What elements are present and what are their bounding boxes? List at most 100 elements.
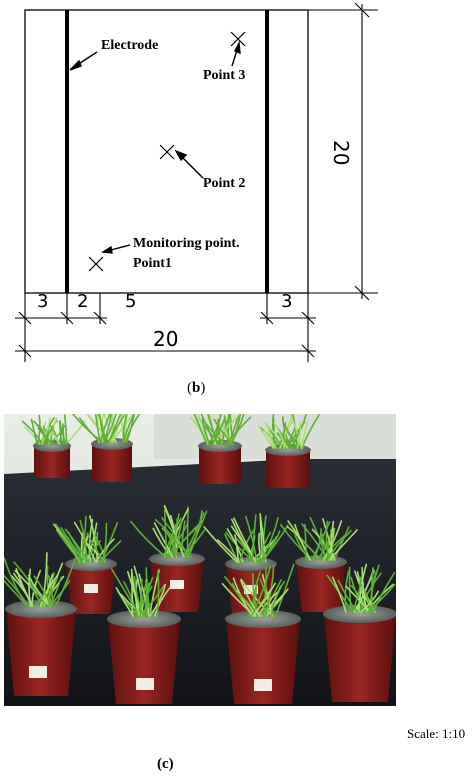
- caption-c: (c): [157, 756, 174, 772]
- grass-blade: [87, 534, 105, 563]
- grass-blade: [131, 571, 141, 617]
- grass-blade: [264, 421, 274, 449]
- point3-marker: [230, 31, 246, 47]
- grass-blade: [95, 538, 115, 563]
- grass-blade: [4, 574, 30, 607]
- grass-blade: [230, 414, 241, 445]
- pot-back-2: [91, 438, 133, 482]
- grass-blade: [47, 574, 54, 607]
- grass-blade: [4, 557, 28, 607]
- grass-blade: [122, 414, 128, 443]
- grass-blade: [130, 520, 167, 558]
- grass-blade: [182, 512, 205, 558]
- grass-blade: [89, 515, 99, 563]
- grass-blade: [30, 418, 38, 445]
- photo-illustration: [4, 414, 396, 706]
- grass-blade: [38, 424, 49, 445]
- grass-blade: [115, 587, 134, 617]
- grass-blade: [193, 414, 208, 445]
- point1-label: Point1: [133, 256, 172, 271]
- grass-blade: [213, 418, 235, 445]
- potted-grass-photo: [4, 414, 396, 706]
- grass-blade: [187, 510, 203, 558]
- grass-blade: [109, 414, 124, 443]
- grass-blade: [292, 529, 311, 561]
- grass-blade: [274, 563, 295, 617]
- grass-blade: [102, 522, 108, 563]
- dimension-total-height: 20: [329, 140, 353, 166]
- grass-blade: [161, 527, 192, 558]
- grass-blade: [100, 414, 111, 443]
- grass-blade: [328, 529, 358, 561]
- grass-blade: [292, 414, 298, 449]
- grass-blade: [28, 568, 32, 607]
- grass-blade: [138, 573, 150, 617]
- point2-arrow: [174, 149, 204, 179]
- point3-label: Point 3: [203, 68, 246, 83]
- dimension-seg-c: 5: [125, 291, 137, 312]
- grass-blade: [273, 422, 286, 449]
- dimension-seg-d: 3: [281, 291, 293, 312]
- grass-blade: [372, 572, 396, 613]
- grass-blade: [63, 414, 68, 445]
- dimension-total-width: 20: [153, 327, 179, 351]
- point1-marker: [88, 256, 104, 272]
- grass-blade: [333, 526, 350, 561]
- grass-blade: [46, 565, 53, 607]
- grass-blade: [78, 417, 101, 443]
- grass-blade: [110, 568, 141, 617]
- grass-blade: [265, 588, 289, 617]
- point2-marker: [159, 144, 175, 160]
- dimension-seg-b: 2: [77, 291, 89, 312]
- caption-b: (b): [187, 380, 205, 397]
- grass-blade: [233, 517, 257, 563]
- pot-back-4: [265, 444, 311, 488]
- grass-blade: [250, 565, 272, 617]
- grass-blade: [103, 414, 113, 443]
- grass-blade: [279, 417, 293, 449]
- grass-blade: [139, 578, 143, 617]
- grass-blade: [64, 528, 90, 563]
- electrode-arrow: [69, 51, 98, 71]
- grass-blade: [371, 567, 374, 613]
- grass-blade: [154, 586, 171, 617]
- grass-blade: [54, 556, 77, 607]
- grass-blade: [213, 416, 239, 445]
- grass-blade: [201, 417, 211, 445]
- grass-blade: [163, 509, 168, 558]
- grass-blade: [47, 426, 61, 445]
- caption-b-open: (: [187, 380, 192, 396]
- grass-blade: [43, 562, 64, 607]
- grass-blade: [221, 582, 256, 617]
- grass-blade: [211, 417, 226, 445]
- grass-blade: [262, 566, 267, 617]
- grass-blade: [351, 576, 362, 613]
- electrode-layout-diagram: [15, 2, 378, 362]
- grass-blade: [153, 522, 174, 558]
- height-dimension-line: [308, 2, 378, 301]
- grass-blade: [186, 506, 189, 558]
- grass-blade: [245, 515, 258, 563]
- electrode-label: Electrode: [101, 38, 159, 53]
- grass-blade: [322, 520, 343, 561]
- grass-blade: [240, 579, 261, 617]
- grass-blade: [331, 576, 347, 613]
- grass-blade: [108, 414, 126, 443]
- grass-blade: [311, 521, 331, 561]
- pot-mid-2: [149, 552, 205, 612]
- caption-b-letter: b: [192, 380, 201, 396]
- grass-blade: [325, 520, 330, 561]
- grass-blade: [124, 414, 141, 443]
- pot-front-3: [225, 610, 301, 704]
- grass-blade: [94, 414, 101, 443]
- grass-blade: [357, 563, 368, 613]
- grass-blade: [301, 422, 309, 449]
- grass-blade: [94, 534, 107, 563]
- grass-blade: [79, 540, 101, 563]
- grass-blade: [49, 425, 59, 445]
- grass-blade: [54, 523, 82, 563]
- grass-blade: [304, 523, 307, 561]
- grass-blade: [326, 529, 352, 561]
- grass-blade: [40, 418, 52, 445]
- width-dimension-lines: [15, 293, 316, 362]
